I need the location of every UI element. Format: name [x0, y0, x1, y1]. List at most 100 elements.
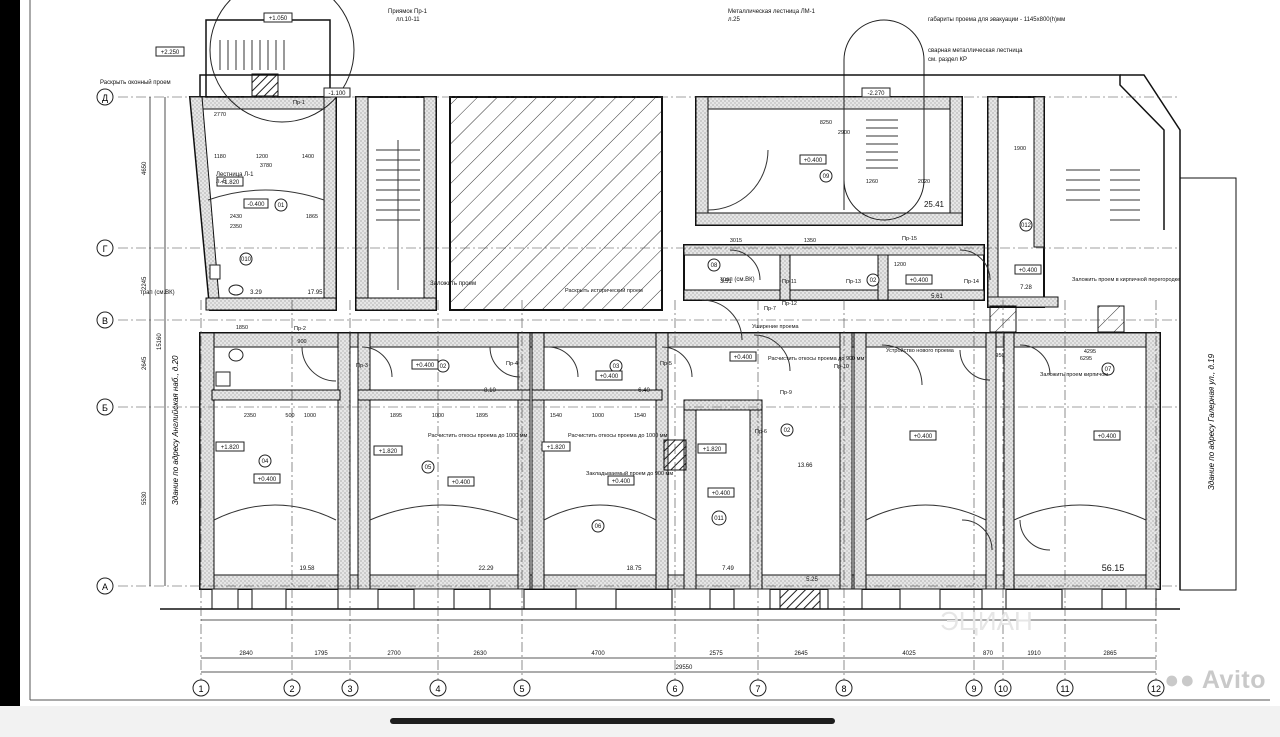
room-area: 13.66 [797, 463, 813, 469]
note-weld-stair: сварная металлическая лестница [928, 48, 1023, 54]
room-area: 18.75 [626, 566, 642, 572]
avito-watermark-text: Avito [1201, 666, 1266, 694]
axis-col-label: 7 [755, 684, 760, 694]
room-area: 19.58 [299, 566, 315, 572]
inner-dim: 8250 [820, 120, 832, 126]
room-number: 07 [1105, 367, 1112, 373]
axis-col-label: 6 [672, 684, 677, 694]
note-zakl-900: Закладываемый проем до 900 мм [586, 470, 673, 477]
room-number: 04 [262, 459, 269, 465]
door-label: Пр-5 [660, 361, 672, 367]
room-number: 011 [714, 516, 724, 522]
door-label: Пр-7 [764, 306, 776, 312]
axis-col-label: 12 [1151, 684, 1161, 694]
inner-dim: 1865 [306, 214, 318, 220]
room-area: 22.29 [478, 566, 494, 572]
dim-text: 4650 [142, 161, 148, 175]
left-dimensions: 4650 2245 2645 5530 15160 [142, 161, 163, 505]
inner-dim: 1000 [592, 413, 604, 419]
level-mark: +0.400 [258, 477, 277, 483]
axis-row-label: Б [102, 403, 108, 413]
interior-walls [211, 332, 1015, 590]
door-label: Пр-3 [356, 363, 368, 369]
axis-col-label: 4 [435, 684, 440, 694]
inner-dim: 1200 [256, 154, 268, 160]
level-mark: +0.400 [600, 374, 619, 380]
courtyard-hatched [449, 96, 663, 311]
inner-dim: 1400 [302, 154, 314, 160]
inner-dim: 1200 [894, 262, 906, 268]
bottom-system-bar [0, 706, 1280, 737]
door-label: Пр-13 [846, 279, 861, 285]
dim-total: 29550 [676, 665, 693, 671]
inner-dim: 3015 [730, 238, 742, 244]
level-mark: +1.050 [269, 16, 288, 22]
room-number: 08 [711, 263, 718, 269]
room-09-block [695, 96, 963, 226]
note-trap: трап (см.ВК) [720, 277, 755, 283]
pryamok-circle [209, 0, 355, 123]
level-mark: +0.400 [612, 479, 631, 485]
axis-row-label: В [102, 316, 108, 326]
right-pier-hatch [1097, 305, 1125, 333]
note-evac: габариты проема для эвакуации - 1145х800… [928, 17, 1065, 23]
inner-dim: 1180 [214, 154, 226, 160]
level-mark: +0.400 [416, 363, 435, 369]
door-labels: Пр-1 Пр-2 Пр-3 Пр-4 Пр-5 Пр-6 Пр-7 Пр-9 … [293, 100, 979, 435]
room-number: 02 [440, 364, 447, 370]
dim-text: 2840 [239, 651, 253, 657]
axis-col-label: 3 [347, 684, 352, 694]
note-zalozhit-kirp: Заложить проем в кирпичной перегородке [1072, 276, 1180, 283]
dim-text: 2865 [1103, 651, 1117, 657]
level-mark: +0.400 [452, 480, 471, 486]
level-mark: +1.820 [547, 445, 566, 451]
row-axis-markers: Д Г В Б А [96, 88, 114, 595]
inner-dim: 1850 [236, 325, 248, 331]
door-label: Пр-2 [294, 326, 306, 332]
room-area: 3.29 [250, 290, 262, 296]
room-area: 8.10 [484, 388, 496, 394]
axis-col-label: 1 [198, 684, 203, 694]
stair-room-2 [355, 96, 437, 311]
dim-total-left: 15160 [157, 333, 163, 350]
room-number: 03 [613, 364, 620, 370]
level-mark: +0.400 [1019, 268, 1038, 274]
sanitary-fixtures [209, 264, 244, 387]
home-indicator[interactable] [390, 718, 835, 724]
inner-dim: 1895 [476, 413, 488, 419]
metal-stair-outline [843, 19, 925, 221]
note-zalozhit: Заложить проем [430, 281, 476, 287]
inner-dim: 1350 [804, 238, 816, 244]
room-number: 05 [425, 465, 432, 471]
pryamok-pier [251, 73, 279, 97]
note-stair-l1: Лестница Л-1 [216, 172, 254, 178]
level-mark: +0.400 [734, 355, 753, 361]
room-labels: 01 010 3.29 17.95 04 19.58 05 22.29 06 1… [239, 169, 1124, 583]
inner-dim: 6295 [1080, 356, 1092, 362]
inner-dim: 2770 [214, 112, 226, 118]
inner-dim: 1895 [390, 413, 402, 419]
note-window: Раскрыть оконный проем [100, 79, 171, 86]
inner-dim: 1540 [634, 413, 646, 419]
inner-dim: 1540 [550, 413, 562, 419]
door-arcs [207, 149, 1147, 551]
level-mark: +0.400 [804, 158, 823, 164]
note-raskryt: Раскрыть исторический проем [565, 287, 643, 294]
level-mark: +0.400 [910, 278, 929, 284]
room-012-block [987, 96, 1059, 308]
room-area: 17.95 [307, 290, 323, 296]
dim-text: 4700 [591, 651, 605, 657]
level-mark: -0.400 [247, 202, 265, 208]
level-mark: -1.100 [328, 91, 346, 97]
level-mark: +0.400 [914, 434, 933, 440]
inner-dim: 2900 [838, 130, 850, 136]
level-mark: +2.250 [161, 50, 180, 56]
metal-stair-steps [866, 119, 898, 169]
door-label: Пр-11 [782, 279, 797, 285]
inner-dim: 3780 [260, 163, 272, 169]
drawing-viewer: Д Г В Б А 1 2 3 4 5 6 7 8 [20, 0, 1280, 706]
axis-row-label: Д [102, 93, 108, 103]
door-label: Пр-12 [782, 301, 797, 307]
dim-text: 1910 [1027, 651, 1041, 657]
axis-lines [118, 96, 1180, 680]
